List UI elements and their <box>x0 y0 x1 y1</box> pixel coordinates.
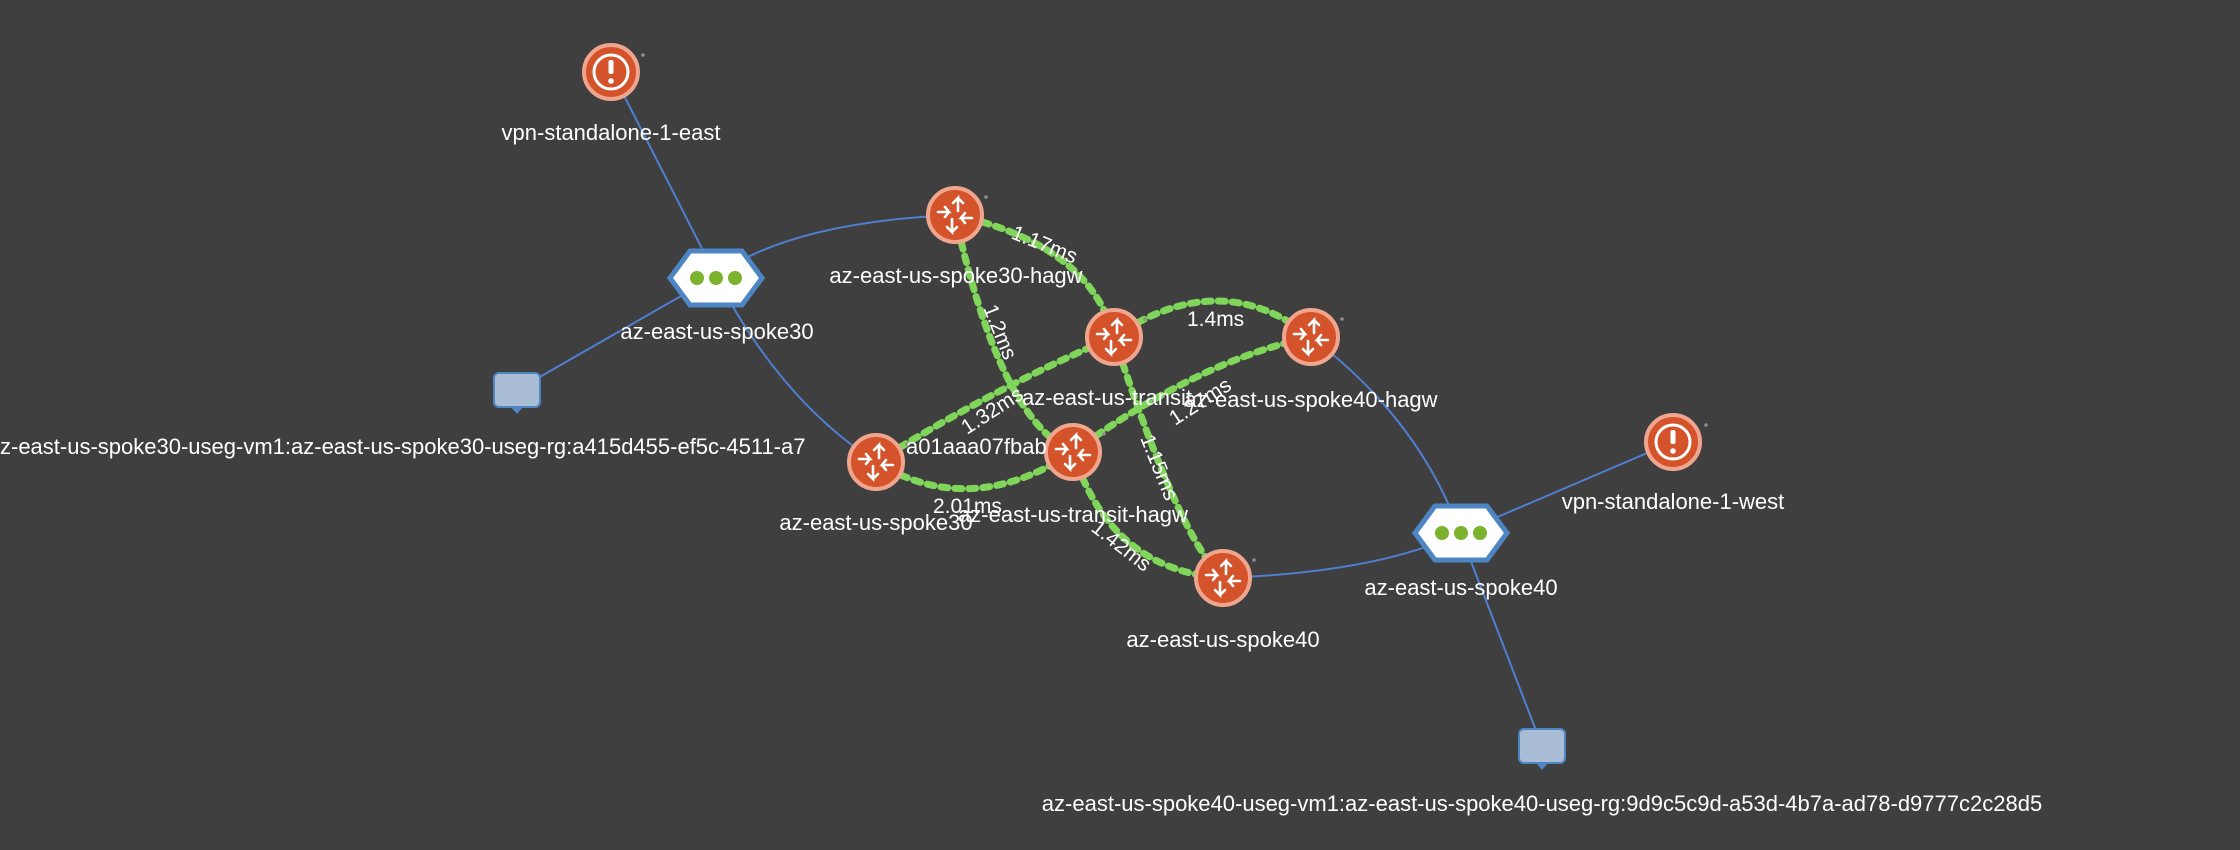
router-arrows-glyph <box>1204 557 1242 599</box>
spoke30-vm-node[interactable] <box>493 372 541 414</box>
node-label-vpn-west: vpn-standalone-1-west <box>1562 489 1785 514</box>
vm-icon <box>493 372 541 408</box>
link-vpn-east-to-spoke30-vnet[interactable] <box>611 71 717 277</box>
node-label-spoke40-gw: az-east-us-spoke40 <box>1126 627 1319 652</box>
transit-router-node[interactable] <box>1085 308 1147 366</box>
spoke40-vnet-node[interactable] <box>1411 503 1511 563</box>
spoke40-gw-router-node[interactable] <box>1194 549 1256 607</box>
node-label-spoke40-vm: az-east-us-spoke40-useg-vm1:az-east-us-s… <box>1042 791 2042 816</box>
node-label-spoke30-vnet: az-east-us-spoke30 <box>620 319 813 344</box>
spoke30-gw-router-node[interactable] <box>847 433 909 491</box>
latency-label: 2.01ms <box>933 495 1002 518</box>
latency-link-transit-hagw-spoke40-hagw[interactable] <box>1069 333 1315 456</box>
node-label-vpn-east: vpn-standalone-1-east <box>502 120 721 145</box>
router-icon <box>926 186 984 244</box>
node-label-spoke30-vm-tail: a01aaa07fbab <box>906 434 1047 459</box>
latency-label: 1.15ms <box>1135 431 1182 503</box>
vpn-west-node[interactable] <box>1644 413 1708 471</box>
transit-hagw-router-node[interactable] <box>1044 423 1106 481</box>
spoke30-vnet-node[interactable] <box>666 248 766 308</box>
node-label-spoke40-vnet: az-east-us-spoke40 <box>1364 575 1557 600</box>
router-icon <box>1282 308 1340 366</box>
router-arrows-glyph <box>1095 316 1133 358</box>
router-icon <box>1044 423 1102 481</box>
spoke40-vm-node[interactable] <box>1518 728 1566 770</box>
link-spoke40-vnet-to-spoke40-vm[interactable] <box>1459 532 1543 747</box>
router-arrows-glyph <box>1054 431 1092 473</box>
spoke30-hagw-router-node[interactable] <box>926 186 988 244</box>
node-label-spoke30-hagw: az-east-us-spoke30-hagw <box>829 263 1082 288</box>
latency-label: 1.4ms <box>1187 308 1244 331</box>
node-label-spoke40-hagw: az-east-us-spoke40-hagw <box>1184 387 1437 412</box>
node-label-spoke30-vm: z-east-us-spoke30-useg-vm1:az-east-us-sp… <box>0 434 805 459</box>
vpn-east-node[interactable] <box>582 43 645 101</box>
router-icon <box>1085 308 1143 366</box>
vm-icon <box>1518 728 1566 764</box>
node-label-transit: az-east-us-transit <box>1022 385 1192 410</box>
spoke40-hagw-router-node[interactable] <box>1282 308 1344 366</box>
node-labels: vpn-standalone-1-east az-east-us-spoke30… <box>0 120 2042 816</box>
router-icon <box>847 433 905 491</box>
latency-label: 1.17ms <box>1008 221 1080 268</box>
router-nodes <box>847 186 1344 607</box>
node-label-transit-hagw: az-east-us-transit-hagw <box>958 502 1188 527</box>
router-arrows-glyph <box>936 194 974 236</box>
router-icon <box>1194 549 1252 607</box>
node-label-spoke30-gw: az-east-us-spoke30 <box>779 510 972 535</box>
router-arrows-glyph <box>1292 316 1330 358</box>
router-arrows-glyph <box>857 441 895 483</box>
